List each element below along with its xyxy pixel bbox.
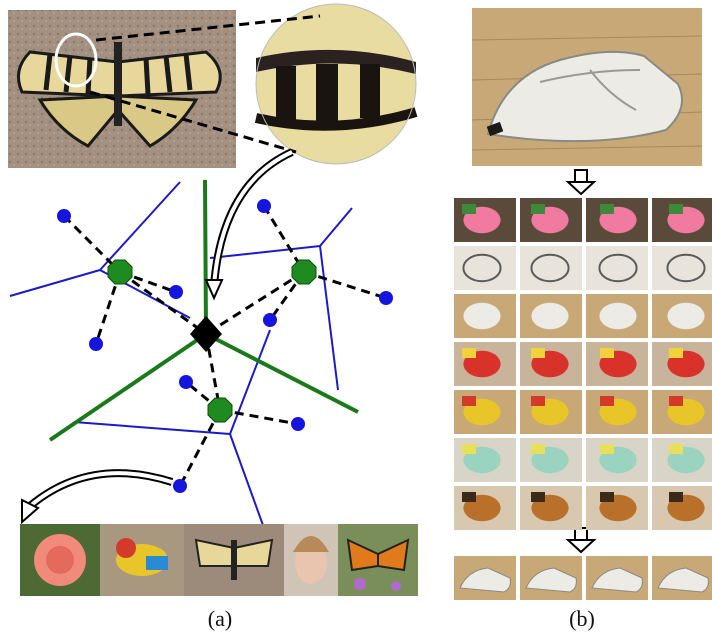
grid-thumbnail-toy-duck — [454, 390, 516, 434]
voronoi-lines — [9, 181, 353, 529]
circle-point-icon — [291, 417, 305, 431]
grid-thumbnail-box — [454, 342, 516, 386]
grid-thumbnail-toy-duck — [520, 390, 582, 434]
data-points — [57, 199, 393, 493]
grid-thumbnail-bottle — [454, 438, 516, 482]
circle-point-icon — [173, 479, 187, 493]
retrieved-shoe-thumbnail — [652, 556, 712, 600]
octagon-node-icon — [107, 259, 133, 285]
assignment-edges — [62, 205, 387, 487]
grid-thumbnail-box — [520, 342, 582, 386]
grid-thumbnail-toy-duck — [586, 390, 648, 434]
tree-edges — [48, 179, 359, 442]
octagon-node-icon — [207, 397, 233, 423]
candidate-image-grid — [454, 198, 712, 530]
panel-b-caption: (b) — [569, 606, 595, 631]
grid-thumbnail-toy-duck — [652, 390, 712, 434]
grid-thumbnail-bottle — [520, 438, 582, 482]
retrieved-shoe-strip — [454, 556, 712, 600]
retrieved-shoe-thumbnail — [454, 556, 516, 600]
circle-point-icon — [257, 199, 271, 213]
grid-thumbnail-guitar — [586, 486, 648, 530]
hollow-arrow-head-icon — [21, 498, 40, 525]
grid-thumbnail-box — [652, 342, 712, 386]
grid-thumbnail-cage — [652, 246, 712, 290]
grid-thumbnail-cage — [520, 246, 582, 290]
circle-point-icon — [169, 285, 183, 299]
butterfly-photo — [8, 10, 236, 168]
grid-thumbnail-guitar — [454, 486, 516, 530]
grid-thumbnail-guitar — [520, 486, 582, 530]
panel-a-caption: (a) — [207, 606, 233, 631]
query-shoe-photo — [471, 8, 703, 166]
grid-thumbnail-bottle — [652, 438, 712, 482]
zoom-connectors — [89, 14, 321, 154]
grid-thumbnail-cage — [454, 246, 516, 290]
panel-a-diagram — [8, 3, 418, 596]
grid-thumbnail-flower — [586, 198, 648, 242]
hollow-arrow-icon — [210, 148, 294, 287]
circle-point-icon — [57, 209, 71, 223]
grid-thumbnail-box — [586, 342, 648, 386]
diamond-node-icon — [190, 316, 222, 352]
grid-thumbnail-flower — [520, 198, 582, 242]
grid-thumbnail-shoe — [586, 294, 648, 338]
retrieved-shoe-thumbnail — [586, 556, 648, 600]
zoom-circle — [254, 3, 418, 165]
circle-point-icon — [89, 337, 103, 351]
grid-thumbnail-cage — [586, 246, 648, 290]
grid-thumbnail-shoe — [520, 294, 582, 338]
circle-point-icon — [179, 375, 193, 389]
cluster-centers — [107, 259, 317, 423]
panel-b-diagram — [454, 8, 712, 600]
circle-point-icon — [263, 313, 277, 327]
hollow-arrow-head-icon — [204, 279, 224, 301]
retrieved-shoe-thumbnail — [520, 556, 582, 600]
grid-thumbnail-flower — [454, 198, 516, 242]
grid-thumbnail-guitar — [652, 486, 712, 530]
grid-thumbnail-shoe — [652, 294, 712, 338]
grid-thumbnail-bottle — [586, 438, 648, 482]
retrieval-strip — [20, 524, 418, 596]
down-arrow-icon — [565, 169, 597, 196]
down-arrow-icon — [565, 527, 597, 554]
grid-thumbnail-shoe — [454, 294, 516, 338]
octagon-node-icon — [291, 259, 317, 285]
circle-point-icon — [379, 291, 393, 305]
grid-thumbnail-flower — [652, 198, 712, 242]
